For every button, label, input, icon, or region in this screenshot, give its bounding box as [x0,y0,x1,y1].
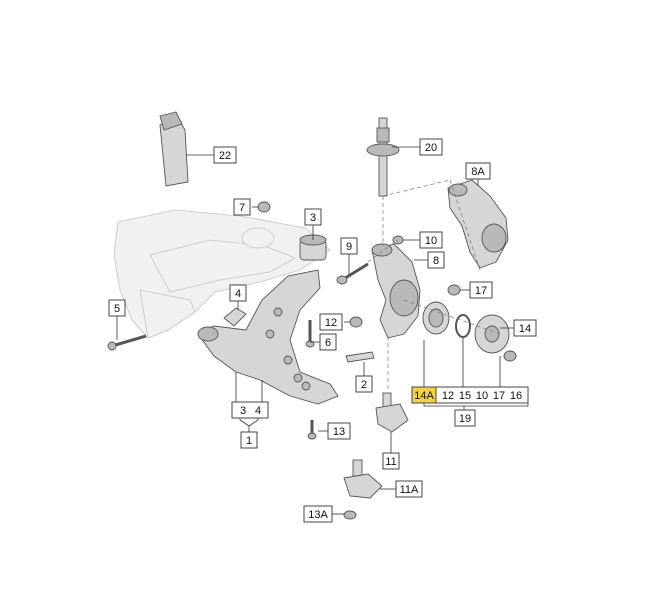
callout-3: 3 [304,208,322,226]
callout-22: 22 [213,146,237,164]
part-20-strut-bolt [366,117,400,197]
callout-4: 4 [229,284,247,302]
assembly-lines [367,179,501,392]
callout-9-label: 9 [346,241,352,253]
part-2-link [345,351,375,363]
callout-2: 2 [355,375,373,393]
callout-4-label: 4 [235,288,241,300]
row-17-label: 17 [493,390,505,402]
part-17-nut [447,284,461,296]
part-7-nut [257,201,271,213]
part-12-nut [349,316,363,328]
callout-1-label: 1 [246,435,252,447]
callout-14-label: 14 [519,323,531,335]
callout-8A-label: 8A [471,166,485,178]
part-15-circlip [455,314,471,338]
part-9-bolt [336,262,369,285]
part-6-bolt [305,320,315,348]
callout-13A-label: 13A [308,509,328,521]
callout-11A-label: 11A [400,484,419,496]
arm-4-label: 4 [255,405,261,417]
callout-12: 12 [319,313,343,331]
callout-13: 13 [327,422,351,440]
row-12-label: 12 [442,390,454,402]
part-13A-nut [343,510,357,520]
part-22-grease-tube [159,111,189,187]
callout-13A: 13A [303,505,333,523]
leader-lines [116,146,529,515]
callout-8A: 8A [465,162,491,180]
part-11-ball-joint [375,392,409,433]
callout-6: 6 [319,333,337,351]
callout-17: 17 [469,281,493,299]
callout-2-label: 2 [361,379,367,391]
row-14A-label: 14A [414,390,434,402]
callout-1: 1 [240,431,258,449]
callout-8: 8 [427,251,445,269]
callout-5-label: 5 [114,303,120,315]
callout-17-label: 17 [475,285,487,297]
part-11A-ball-joint [343,459,383,499]
callout-3-label: 3 [310,212,316,224]
callout-6-label: 6 [325,337,331,349]
row-15-label: 15 [459,390,471,402]
group-row: 14A 12 15 10 17 16 [411,386,529,404]
callout-19: 19 [454,409,476,427]
part-16-nut [503,350,517,362]
callout-20: 20 [419,138,443,156]
callout-10: 10 [419,231,443,249]
callout-8-label: 8 [433,255,439,267]
part-13-bolt [307,420,317,440]
callout-14: 14 [513,319,537,337]
callout-20-label: 20 [425,142,437,154]
callout-11: 11 [382,452,400,470]
callout-19-label: 19 [459,413,471,425]
callout-11A: 11A [395,480,423,498]
group-row-frame [435,386,529,404]
callout-7-label: 7 [239,202,245,214]
subframe [113,209,331,339]
part-5-bolt [107,334,147,351]
part-1-control-arm [197,269,339,405]
callout-13-label: 13 [333,426,345,438]
callout-5: 5 [108,299,126,317]
part-4-bushing [223,307,247,327]
callout-11-label: 11 [385,456,396,468]
part-14A-bearing [422,301,450,335]
part-8A-knuckle [447,179,509,269]
callout-10-label: 10 [425,235,437,247]
callout-12-label: 12 [325,317,337,329]
callout-7: 7 [233,198,251,216]
arm-group: 3 4 [231,401,269,419]
part-14-hub [474,314,510,354]
callout-9: 9 [340,237,358,255]
arm-3-label: 3 [240,405,246,417]
row-16-label: 16 [510,390,522,402]
callout-22-label: 22 [219,150,231,162]
part-8-knuckle [371,243,421,339]
row-10-label: 10 [476,390,488,402]
